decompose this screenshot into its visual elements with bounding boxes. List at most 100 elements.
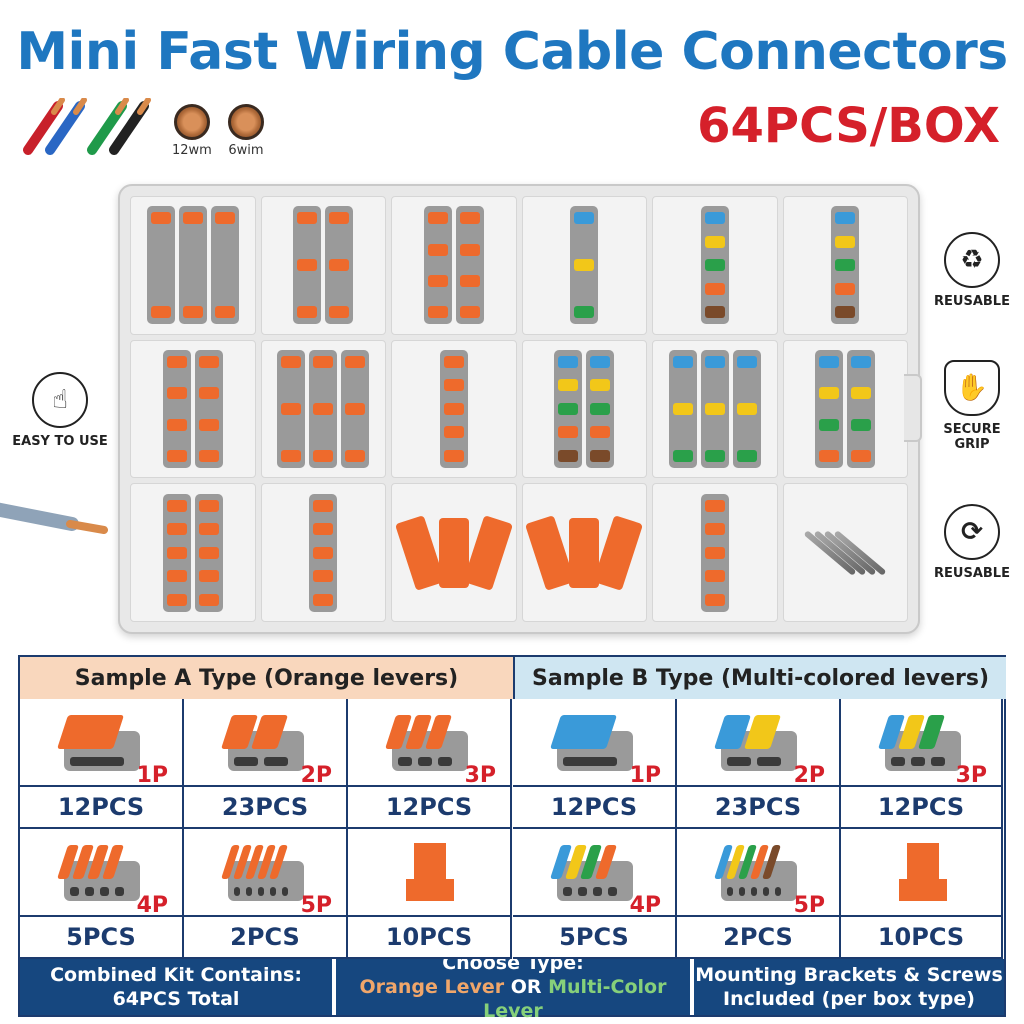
lever-bar bbox=[329, 212, 350, 225]
lever-bar bbox=[590, 355, 611, 368]
lever-bar bbox=[704, 402, 725, 415]
wire-cross-section-icon bbox=[173, 104, 210, 140]
footer-mounting: Mounting Brackets & Screws Included (per… bbox=[692, 959, 1004, 1015]
lever-bar bbox=[198, 387, 219, 400]
page-title: Mini Fast Wiring Cable Connectors bbox=[16, 22, 1008, 82]
lever-bar bbox=[329, 259, 350, 272]
connector-icon bbox=[700, 206, 729, 325]
lever-bar bbox=[558, 449, 579, 462]
lever-bar bbox=[198, 546, 219, 559]
lever-bar bbox=[558, 379, 579, 392]
box-compartment bbox=[652, 483, 778, 622]
lever-bar bbox=[736, 402, 757, 415]
lever-bar bbox=[704, 282, 725, 295]
lever-bar bbox=[313, 355, 334, 368]
pole-count-label: 2P bbox=[793, 763, 825, 788]
lever-bar bbox=[704, 449, 725, 462]
connector-icon bbox=[162, 349, 191, 468]
lever-bar bbox=[198, 499, 219, 512]
connector-icon bbox=[570, 206, 599, 325]
kit-item-cell: 5P bbox=[677, 829, 841, 918]
feature-reusable-2: ⟳ REUSABLE bbox=[922, 504, 1022, 581]
kit-item-cell: 4P bbox=[513, 829, 677, 918]
lever-bar bbox=[281, 449, 302, 462]
kit-item-cell: 5P bbox=[184, 829, 348, 918]
connector-icon bbox=[385, 715, 468, 771]
lever-bar bbox=[198, 523, 219, 536]
connector-icon bbox=[194, 349, 223, 468]
kit-item-cell: 3P bbox=[841, 699, 1003, 788]
lever-bar bbox=[214, 212, 235, 225]
feature-easy-to-use: ☝ EASY TO USE bbox=[10, 372, 110, 449]
lever-bar bbox=[150, 306, 171, 319]
pole-count-label: 1P bbox=[629, 763, 661, 788]
connector-icon bbox=[847, 349, 876, 468]
lever-bar bbox=[198, 449, 219, 462]
lever-bar bbox=[704, 235, 725, 248]
lever-bar bbox=[459, 306, 480, 319]
orange-lever-text: Orange Lever bbox=[359, 976, 505, 998]
gauge-label: 12wm bbox=[172, 143, 212, 158]
lever-bar bbox=[313, 499, 334, 512]
connector-icon bbox=[554, 349, 583, 468]
quantity-label: 23PCS bbox=[184, 787, 348, 829]
connector-icon bbox=[178, 206, 207, 325]
kit-item-cell: 1P bbox=[20, 699, 184, 788]
connector-icon bbox=[57, 845, 140, 901]
lever-bar bbox=[313, 570, 334, 583]
box-compartment bbox=[652, 339, 778, 479]
lever-bar bbox=[851, 355, 872, 368]
lever-bar bbox=[459, 212, 480, 225]
lever-bar bbox=[704, 546, 725, 559]
lever-bar bbox=[427, 243, 448, 256]
lever-bar bbox=[819, 449, 840, 462]
lever-bar bbox=[166, 499, 187, 512]
page-subtitle: 64PCS/BOX bbox=[697, 98, 1000, 154]
footer-choose-line2: Orange Lever OR Multi-Color Lever bbox=[336, 975, 690, 1023]
lever-bar bbox=[835, 235, 856, 248]
bracket-icon bbox=[593, 514, 644, 591]
bracket-icon bbox=[462, 514, 513, 591]
connector-icon bbox=[293, 206, 322, 325]
lever-bar bbox=[704, 523, 725, 536]
lever-bar bbox=[198, 355, 219, 368]
lever-bar bbox=[672, 449, 693, 462]
quantity-label: 10PCS bbox=[348, 917, 512, 959]
bracket-icon bbox=[899, 843, 947, 901]
bracket-icon bbox=[406, 843, 454, 901]
multi-color-lever-text: Multi-Color Lever bbox=[483, 976, 667, 1022]
box-compartment bbox=[260, 339, 386, 479]
connector-icon bbox=[439, 349, 468, 468]
box-compartment bbox=[521, 339, 647, 479]
lever-bar bbox=[329, 306, 350, 319]
lever-bar bbox=[459, 243, 480, 256]
gauge-label: 6wim bbox=[228, 143, 264, 158]
footer-kit-total: Combined Kit Contains: 64PCS Total bbox=[20, 959, 332, 1015]
connector-icon bbox=[162, 493, 191, 612]
connector-icon bbox=[309, 349, 338, 468]
header-sample-b: Sample B Type (Multi-colored levers) bbox=[513, 657, 1006, 699]
lever-bar bbox=[198, 593, 219, 606]
lever-bar bbox=[704, 259, 725, 272]
box-compartment bbox=[782, 339, 908, 479]
feature-label: REUSABLE bbox=[934, 294, 1010, 309]
kit-item-cell bbox=[348, 829, 512, 917]
connector-icon bbox=[57, 715, 140, 771]
connector-icon bbox=[309, 493, 338, 612]
kit-item-cell: 4P bbox=[20, 829, 184, 918]
kit-item-cell: 1P bbox=[513, 699, 677, 788]
quantity-label: 12PCS bbox=[513, 787, 677, 829]
lever-bar bbox=[590, 426, 611, 439]
bracket-icon bbox=[394, 514, 445, 591]
lever-bar bbox=[198, 418, 219, 431]
pole-count-label: 5P bbox=[300, 893, 332, 918]
lever-bar bbox=[835, 282, 856, 295]
lever-bar bbox=[166, 449, 187, 462]
lever-bar bbox=[297, 212, 318, 225]
box-compartments bbox=[130, 196, 908, 622]
connector-icon bbox=[714, 715, 797, 771]
lever-bar bbox=[297, 259, 318, 272]
box-compartment bbox=[391, 339, 517, 479]
lever-bar bbox=[736, 449, 757, 462]
pole-count-label: 3P bbox=[955, 763, 987, 788]
